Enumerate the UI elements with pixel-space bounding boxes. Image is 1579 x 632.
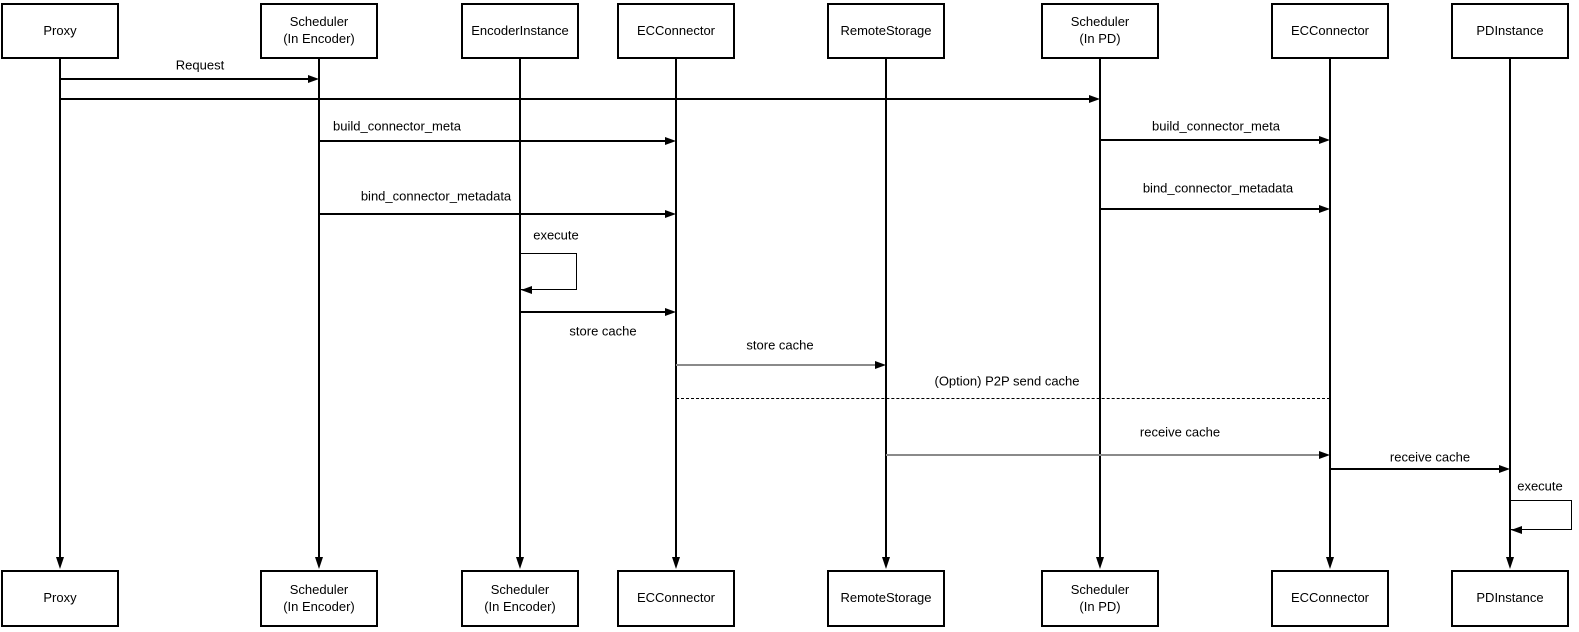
participant-bottom-ec-connector-1: ECConnector	[617, 570, 735, 627]
message-execute-encoder-loop	[520, 253, 577, 290]
participant-top-scheduler-encoder: Scheduler (In Encoder)	[260, 3, 378, 59]
message-proxy-to-scheduler-pd-arrowhead	[1089, 94, 1100, 103]
message-build-connector-meta-left-line	[319, 140, 665, 142]
lifeline-arrowhead-ec-connector-2	[1325, 557, 1334, 569]
message-request-arrowhead	[308, 74, 319, 83]
lifeline-ec-connector-1	[675, 59, 677, 558]
participant-bottom-encoder-instance: Scheduler (In Encoder)	[461, 570, 579, 627]
message-store-cache-2-label: store cache	[744, 337, 816, 353]
message-request-label: Request	[173, 57, 227, 73]
message-store-cache-1-arrowhead	[665, 307, 676, 316]
lifeline-arrowhead-ec-connector-1	[671, 557, 680, 569]
lifeline-ec-connector-2	[1329, 59, 1331, 558]
message-bind-connector-metadata-right-label: bind_connector_metadata	[1140, 180, 1296, 196]
lifeline-proxy	[59, 59, 61, 558]
participant-top-proxy: Proxy	[1, 3, 119, 59]
lifeline-arrowhead-proxy	[55, 557, 64, 569]
lifeline-arrowhead-remote-storage	[881, 557, 890, 569]
message-build-connector-meta-left-label: build_connector_meta	[331, 118, 463, 134]
participant-bottom-scheduler-encoder: Scheduler (In Encoder)	[260, 570, 378, 627]
lifeline-pd-instance	[1509, 59, 1511, 558]
message-p2p-send-cache-line	[676, 398, 1330, 400]
message-bind-connector-metadata-left-line	[319, 213, 665, 215]
message-bind-connector-metadata-right-arrowhead	[1319, 204, 1330, 213]
message-proxy-to-scheduler-pd-line	[60, 98, 1089, 100]
message-receive-cache-1-line	[886, 454, 1319, 456]
message-build-connector-meta-right-label: build_connector_meta	[1150, 118, 1282, 134]
message-execute-encoder-label: execute	[531, 227, 581, 243]
lifeline-encoder-instance	[519, 59, 521, 558]
message-receive-cache-2-arrowhead	[1499, 464, 1510, 473]
message-receive-cache-2-label: receive cache	[1387, 449, 1473, 465]
participant-bottom-pd-instance: PDInstance	[1451, 570, 1569, 627]
message-store-cache-2-line	[676, 364, 875, 366]
message-execute-pd-loop	[1510, 500, 1572, 530]
participant-top-pd-instance: PDInstance	[1451, 3, 1569, 59]
participant-bottom-proxy: Proxy	[1, 570, 119, 627]
message-store-cache-1-line	[520, 311, 665, 313]
message-execute-pd-arrowhead	[1511, 525, 1522, 534]
message-build-connector-meta-right-arrowhead	[1319, 135, 1330, 144]
message-receive-cache-2-line	[1330, 468, 1499, 470]
message-receive-cache-1-arrowhead	[1319, 450, 1330, 459]
lifeline-arrowhead-pd-instance	[1505, 557, 1514, 569]
message-bind-connector-metadata-left-arrowhead	[665, 209, 676, 218]
lifeline-remote-storage	[885, 59, 887, 558]
participant-bottom-remote-storage: RemoteStorage	[827, 570, 945, 627]
participant-bottom-scheduler-pd: Scheduler (In PD)	[1041, 570, 1159, 627]
participant-top-ec-connector-1: ECConnector	[617, 3, 735, 59]
participant-top-scheduler-pd: Scheduler (In PD)	[1041, 3, 1159, 59]
message-build-connector-meta-right-line	[1100, 139, 1319, 141]
message-store-cache-2-arrowhead	[875, 360, 886, 369]
message-execute-encoder-arrowhead	[521, 285, 532, 294]
lifeline-arrowhead-scheduler-encoder	[314, 557, 323, 569]
participant-top-remote-storage: RemoteStorage	[827, 3, 945, 59]
lifeline-scheduler-pd	[1099, 59, 1101, 558]
message-bind-connector-metadata-left-label: bind_connector_metadata	[358, 188, 514, 204]
lifeline-arrowhead-encoder-instance	[515, 557, 524, 569]
message-build-connector-meta-left-arrowhead	[665, 136, 676, 145]
message-bind-connector-metadata-right-line	[1100, 208, 1319, 210]
message-request-line	[60, 78, 308, 80]
message-p2p-send-cache-label: (Option) P2P send cache	[932, 373, 1082, 389]
lifeline-arrowhead-scheduler-pd	[1095, 557, 1104, 569]
participant-bottom-ec-connector-2: ECConnector	[1271, 570, 1389, 627]
message-receive-cache-1-label: receive cache	[1137, 424, 1223, 440]
message-store-cache-1-label: store cache	[567, 323, 639, 339]
participant-top-ec-connector-2: ECConnector	[1271, 3, 1389, 59]
lifeline-scheduler-encoder	[318, 59, 320, 558]
participant-top-encoder-instance: EncoderInstance	[461, 3, 579, 59]
message-execute-pd-label: execute	[1515, 478, 1565, 494]
